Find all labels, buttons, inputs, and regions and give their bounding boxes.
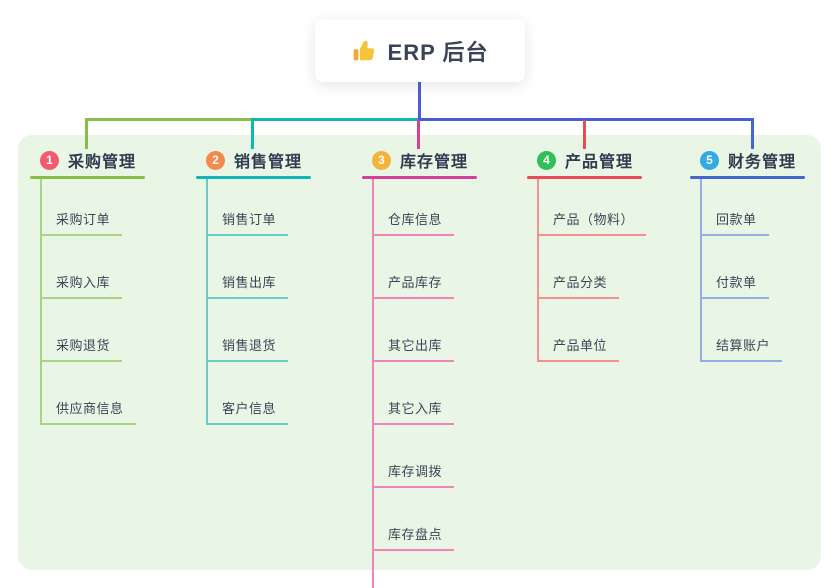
child-node[interactable]: 采购退货 bbox=[42, 299, 123, 362]
child-list: 采购订单采购入库采购退货供应商信息 bbox=[40, 179, 145, 425]
child-node[interactable]: 库存盘点 bbox=[374, 488, 455, 551]
connector-drop-sales bbox=[251, 118, 254, 149]
branch-sales: 2 销售管理 销售订单销售出库销售退货客户信息 bbox=[196, 149, 311, 425]
child-node[interactable]: 产品（物料） bbox=[539, 179, 647, 236]
child-list: 回款单付款单结算账户 bbox=[700, 179, 805, 362]
branch-label: 库存管理 bbox=[400, 154, 469, 171]
child-node-label: 销售退货 bbox=[222, 338, 277, 353]
child-node[interactable]: 产品单位 bbox=[539, 299, 620, 362]
child-node-label: 采购入库 bbox=[56, 275, 111, 290]
root-node[interactable]: ERP 后台 bbox=[315, 20, 525, 82]
child-node[interactable]: 库存调拨 bbox=[374, 425, 455, 488]
child-list: 产品（物料） 产品分类产品单位 bbox=[537, 179, 647, 362]
branch-label: 产品管理 bbox=[565, 154, 634, 171]
connector-root bbox=[418, 82, 421, 121]
connector-horizontal-green bbox=[85, 118, 251, 121]
child-node[interactable]: 销售退货 bbox=[208, 299, 289, 362]
child-node-label: 库存盘点 bbox=[388, 527, 443, 542]
branch-underline bbox=[362, 176, 477, 179]
child-node-label: 产品单位 bbox=[553, 338, 608, 353]
branch-node[interactable]: 5 财务管理 bbox=[690, 149, 805, 171]
child-node-label: 供应商信息 bbox=[56, 401, 124, 416]
child-node[interactable]: 销售订单 bbox=[208, 179, 289, 236]
branch-number-badge: 5 bbox=[700, 150, 719, 170]
mindmap-canvas bbox=[18, 135, 821, 570]
child-node-label: 客户信息 bbox=[222, 401, 277, 416]
branch-node[interactable]: 2 销售管理 bbox=[196, 149, 311, 171]
branch-inventory: 3 库存管理 仓库信息产品库存其它出库其它入库库存调拨库存盘点出库库明细 bbox=[362, 149, 477, 588]
branch-number-badge: 1 bbox=[40, 150, 59, 170]
child-node-label: 付款单 bbox=[716, 275, 757, 290]
child-node[interactable]: 销售出库 bbox=[208, 236, 289, 299]
branch-node[interactable]: 3 库存管理 bbox=[362, 149, 477, 171]
branch-number-badge: 4 bbox=[537, 150, 556, 170]
child-node[interactable]: 回款单 bbox=[702, 179, 769, 236]
branch-underline bbox=[690, 176, 805, 179]
child-node-label: 仓库信息 bbox=[388, 212, 443, 227]
branch-number-badge: 3 bbox=[372, 150, 391, 170]
child-node[interactable]: 出库库明细 bbox=[374, 551, 468, 588]
branch-underline bbox=[527, 176, 642, 179]
child-node-label: 产品分类 bbox=[553, 275, 608, 290]
thumbs-up-icon bbox=[353, 40, 374, 61]
child-node[interactable]: 产品分类 bbox=[539, 236, 620, 299]
branch-node[interactable]: 1 采购管理 bbox=[30, 149, 145, 171]
branch-purchase: 1 采购管理 采购订单采购入库采购退货供应商信息 bbox=[30, 149, 145, 425]
branch-label: 采购管理 bbox=[68, 154, 137, 171]
branch-product: 4 产品管理 产品（物料） 产品分类产品单位 bbox=[527, 149, 647, 362]
child-node-label: 结算账户 bbox=[716, 338, 771, 353]
connector-horizontal-blue bbox=[418, 118, 754, 121]
child-node-label: 产品（物料） bbox=[553, 212, 635, 227]
branch-finance: 5 财务管理 回款单付款单结算账户 bbox=[690, 149, 805, 362]
child-node[interactable]: 结算账户 bbox=[702, 299, 783, 362]
child-node[interactable]: 采购订单 bbox=[42, 179, 123, 236]
child-node-label: 采购退货 bbox=[56, 338, 111, 353]
child-node-label: 销售订单 bbox=[222, 212, 277, 227]
child-node-label: 其它入库 bbox=[388, 401, 443, 416]
branch-label: 财务管理 bbox=[728, 154, 797, 171]
branch-label: 销售管理 bbox=[234, 154, 303, 171]
root-node-label: ERP 后台 bbox=[387, 40, 489, 65]
child-node[interactable]: 产品库存 bbox=[374, 236, 455, 299]
child-node-label: 销售出库 bbox=[222, 275, 277, 290]
branch-node[interactable]: 4 产品管理 bbox=[527, 149, 646, 171]
connector-horizontal-teal bbox=[251, 118, 418, 121]
child-node[interactable]: 客户信息 bbox=[208, 362, 289, 425]
child-node[interactable]: 其它入库 bbox=[374, 362, 455, 425]
child-node[interactable]: 供应商信息 bbox=[42, 362, 136, 425]
connector-drop-inventory bbox=[417, 120, 420, 149]
child-list: 仓库信息产品库存其它出库其它入库库存调拨库存盘点出库库明细 bbox=[372, 179, 477, 588]
child-node[interactable]: 付款单 bbox=[702, 236, 769, 299]
child-node[interactable]: 采购入库 bbox=[42, 236, 123, 299]
child-node-label: 回款单 bbox=[716, 212, 757, 227]
branch-underline bbox=[30, 176, 145, 179]
connector-drop-finance bbox=[751, 118, 754, 149]
branch-underline bbox=[196, 176, 311, 179]
child-node-label: 其它出库 bbox=[388, 338, 443, 353]
child-node[interactable]: 仓库信息 bbox=[374, 179, 455, 236]
child-list: 销售订单销售出库销售退货客户信息 bbox=[206, 179, 311, 425]
child-node-label: 产品库存 bbox=[388, 275, 443, 290]
connector-drop-product bbox=[583, 120, 586, 149]
child-node-label: 采购订单 bbox=[56, 212, 111, 227]
connector-drop-purchase bbox=[85, 118, 88, 149]
branch-number-badge: 2 bbox=[206, 150, 225, 170]
child-node[interactable]: 其它出库 bbox=[374, 299, 455, 362]
child-node-label: 库存调拨 bbox=[388, 464, 443, 479]
